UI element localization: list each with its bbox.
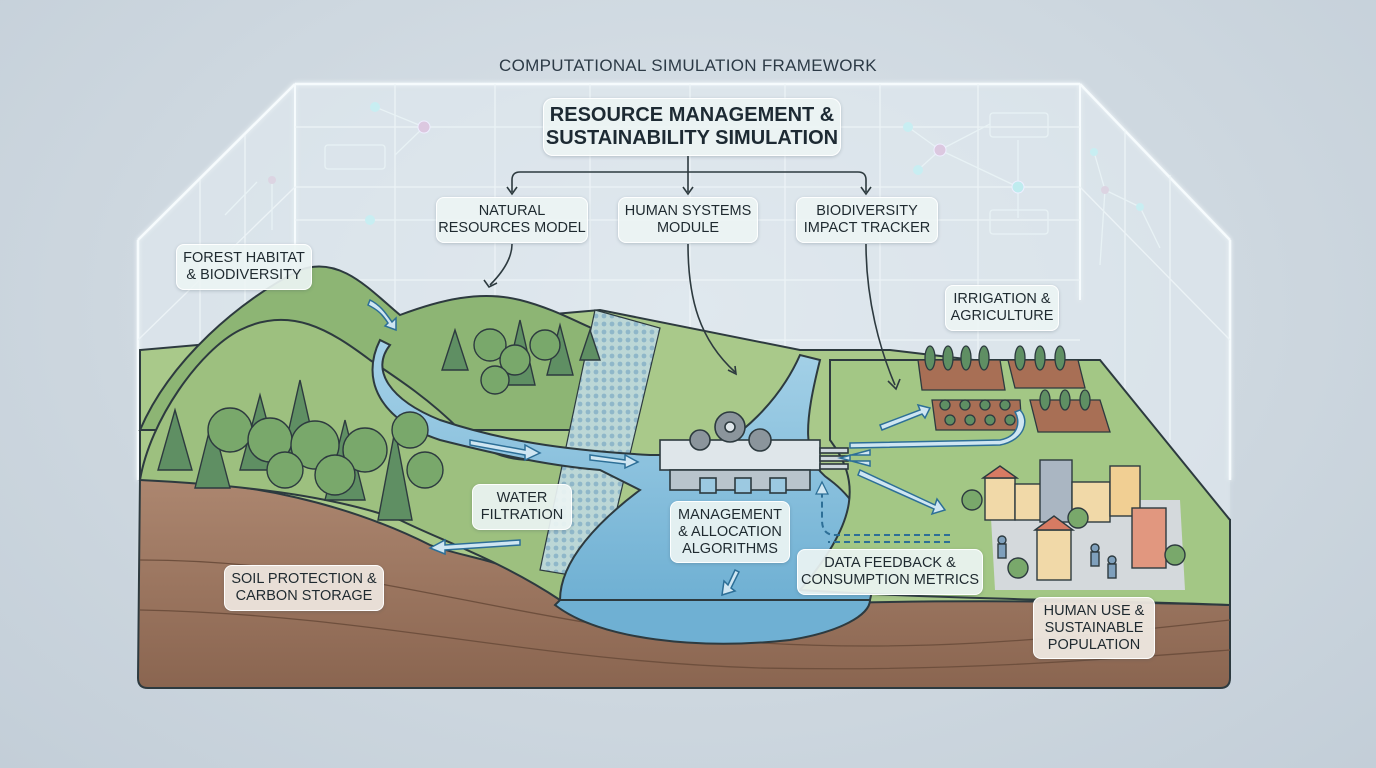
label-line3: POPULATION [1047, 636, 1141, 653]
irrigation-agriculture-label: IRRIGATION & AGRICULTURE [945, 285, 1059, 331]
human-use-population-label: HUMAN USE & SUSTAINABLE POPULATION [1033, 597, 1155, 659]
natural-resources-model-node: NATURAL RESOURCES MODEL [436, 197, 588, 243]
framework-title: COMPUTATIONAL SIMULATION FRAMEWORK [499, 56, 877, 75]
human-systems-module-node: HUMAN SYSTEMS MODULE [618, 197, 758, 243]
data-feedback-label: DATA FEEDBACK & CONSUMPTION METRICS [797, 549, 983, 595]
forest-trees [157, 319, 601, 521]
network-nodes [268, 102, 1144, 225]
label-line1: SOIL PROTECTION & [231, 571, 377, 587]
label-line1: DATA FEEDBACK & [824, 555, 956, 571]
town [961, 459, 1186, 590]
label-line1: IRRIGATION & [953, 291, 1051, 307]
soil-protection-label: SOIL PROTECTION & CARBON STORAGE [224, 565, 384, 611]
module-line2: RESOURCES MODEL [438, 220, 586, 236]
label-line1: MANAGEMENT [678, 506, 782, 523]
label-line2: & ALLOCATION [678, 523, 782, 540]
dam-structure [659, 411, 849, 494]
crop-fields [917, 345, 1111, 433]
biodiversity-impact-tracker-node: BIODIVERSITY IMPACT TRACKER [796, 197, 938, 243]
main-node-line1: RESOURCE MANAGEMENT & [549, 104, 835, 126]
label-line1: HUMAN USE & [1043, 602, 1145, 619]
module-line1: HUMAN SYSTEMS [624, 203, 752, 219]
connector-arrows [483, 156, 901, 391]
forest-habitat-label: FOREST HABITAT & BIODIVERSITY [176, 244, 312, 290]
feedback-arrow-head [814, 480, 830, 495]
label-line2: CONSUMPTION METRICS [800, 572, 980, 588]
label-line1: FOREST HABITAT [183, 250, 305, 266]
main-node-line2: SUSTAINABILITY SIMULATION [545, 127, 839, 149]
module-line2: IMPACT TRACKER [803, 220, 931, 236]
water-filtration-label: WATER FILTRATION [472, 484, 572, 530]
module-line2: MODULE [656, 220, 720, 236]
main-simulation-node: RESOURCE MANAGEMENT & SUSTAINABILITY SIM… [543, 98, 841, 156]
flow-arrows [367, 298, 1026, 597]
management-allocation-label: MANAGEMENT & ALLOCATION ALGORITHMS [670, 501, 790, 563]
grid-lines [137, 84, 1231, 440]
label-line2: CARBON STORAGE [235, 588, 373, 604]
label-line2: AGRICULTURE [950, 308, 1054, 324]
label-line1: WATER [496, 490, 548, 506]
module-line1: NATURAL [478, 203, 546, 219]
label-line2: SUSTAINABLE [1044, 619, 1144, 636]
dashed-feedback [821, 490, 950, 543]
label-line3: ALGORITHMS [682, 540, 778, 557]
label-line2: & BIODIVERSITY [186, 267, 302, 283]
module-line1: BIODIVERSITY [816, 203, 918, 219]
label-line2: FILTRATION [480, 507, 564, 523]
